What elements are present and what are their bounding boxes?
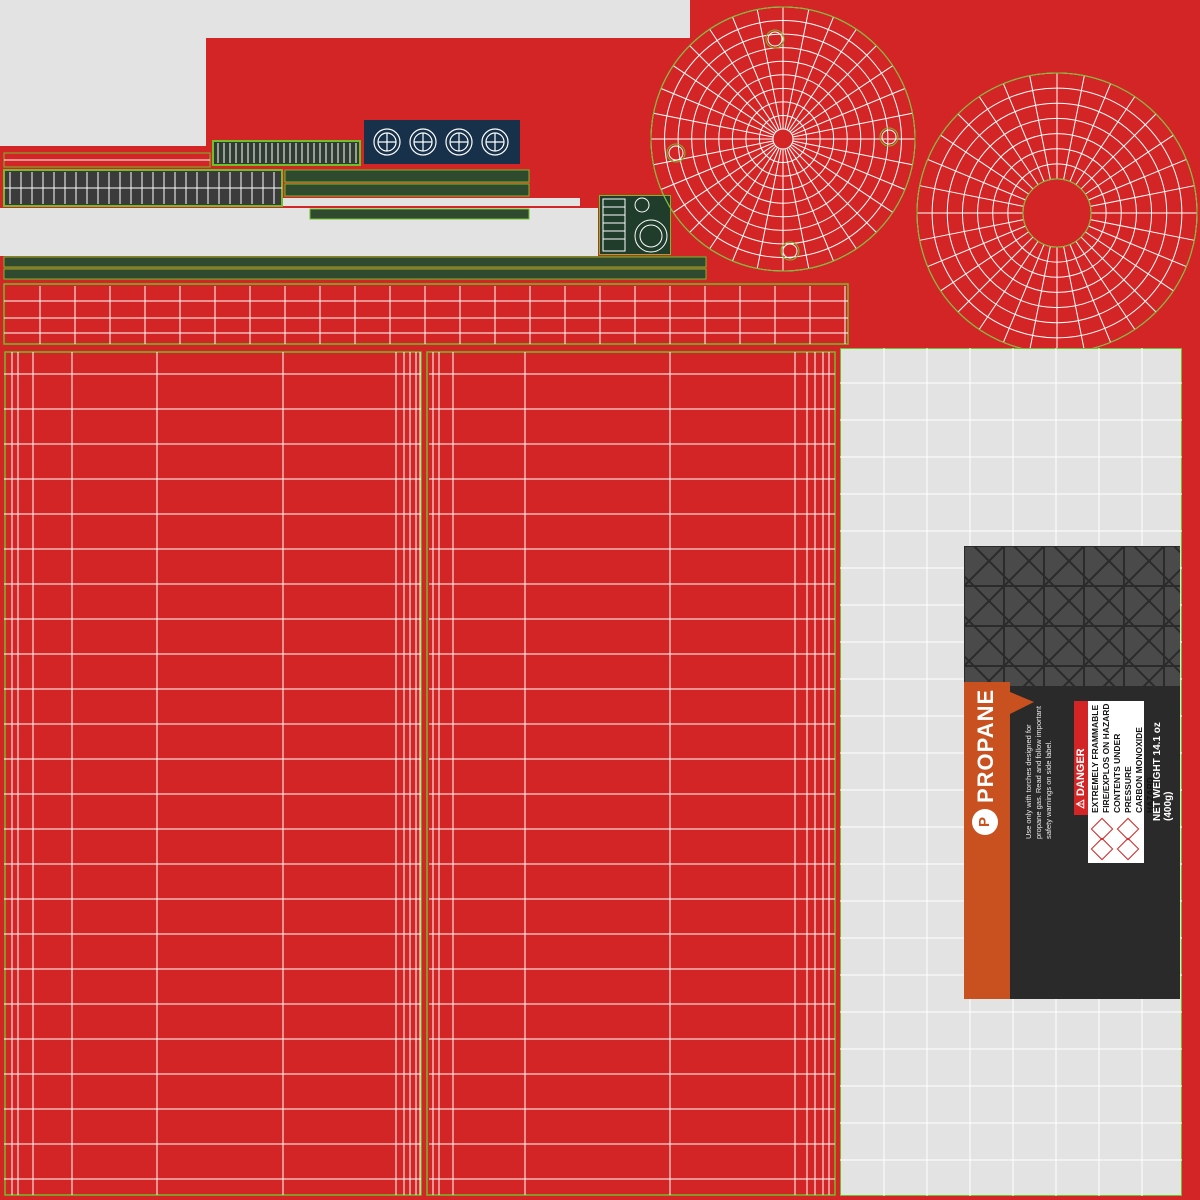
hazard-item: CONTENTS UNDER PRESSURE (1112, 733, 1133, 813)
uv-block-1 (212, 140, 361, 166)
hazard-item: EXTREMELY FRAMMABLE (1090, 704, 1100, 813)
uv-strip-green-3 (309, 208, 530, 220)
hazard-item: FIRE/EXPLOS ON HAZARD (1101, 703, 1111, 813)
uv-strip-green-1 (284, 169, 530, 183)
label-orange-band (964, 682, 1010, 999)
cap-wireframe-left (650, 6, 916, 272)
label-triangle-pattern (964, 546, 1180, 696)
hazard-pictograms (1088, 815, 1144, 863)
danger-title: DANGER (1075, 748, 1087, 797)
hazard-list: EXTREMELY FRAMMABLE FIRE/EXPLOS ON HAZAR… (1090, 701, 1156, 813)
health-hazard-pictogram-icon (1116, 817, 1140, 841)
net-weight: NET WEIGHT 14.1 oz (400g) (1152, 722, 1174, 821)
propane-label: P PROPANE Use only with torches designed… (964, 546, 1180, 999)
uv-strip-wide (3, 283, 849, 345)
flame-pictogram-icon (1090, 837, 1114, 861)
skull-pictogram-icon (1090, 817, 1114, 841)
body-uv-left (4, 351, 422, 1196)
cap-wireframe-right (916, 72, 1198, 353)
uv-strip-group-top (3, 140, 849, 345)
gas-cylinder-pictogram-icon (1116, 837, 1140, 861)
nozzle-icons (602, 197, 668, 253)
body-uv-middle (426, 351, 836, 1196)
brand-name: PROPANE (973, 688, 998, 803)
gray-region-top-left (0, 38, 206, 146)
brand-badge: P (972, 809, 998, 835)
warning-icon: ⚠ (1075, 799, 1087, 809)
uv-strip-long-2 (3, 268, 707, 280)
valve-icons (373, 128, 509, 156)
label-text-rotated: P PROPANE Use only with torches designed… (966, 689, 1180, 999)
label-orange-wedge (964, 682, 1034, 714)
instructions-text: Use only with torches designed for propa… (1024, 705, 1053, 839)
danger-header: ⚠ DANGER (1074, 701, 1088, 815)
uv-strip-long-1 (3, 256, 707, 268)
uv-strip-green-2 (284, 183, 530, 197)
gray-strip (282, 198, 580, 206)
gray-region-top (0, 0, 690, 38)
